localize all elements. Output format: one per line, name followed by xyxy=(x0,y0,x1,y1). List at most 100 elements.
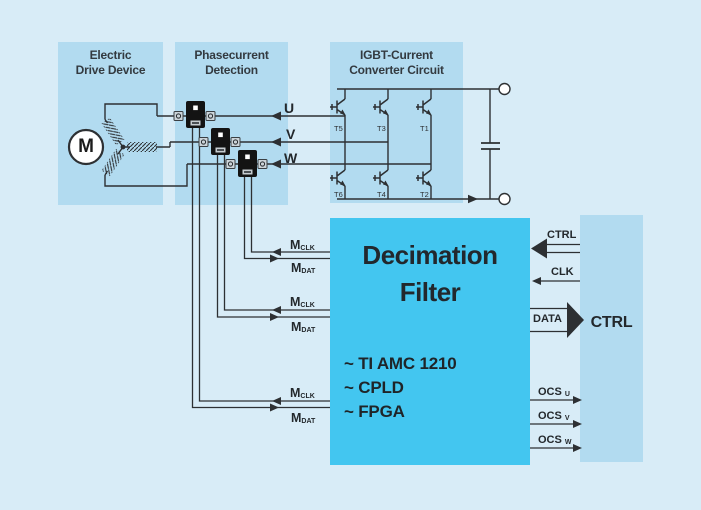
sdm-wiring xyxy=(191,127,330,409)
filter-item-cpld: ~ CPLD xyxy=(344,378,404,397)
ocs-u-label: OCS U xyxy=(538,386,570,399)
mclk3-label: MCLK xyxy=(290,386,315,400)
decimation-filter-title: Decimation Filter xyxy=(330,237,530,311)
phase-w-arrow-icon xyxy=(271,159,281,169)
igbt-t3-icon xyxy=(373,98,389,116)
current-sensor-v-icon xyxy=(198,128,241,155)
phase-u-label: U xyxy=(284,100,295,116)
label-t1: T1 xyxy=(420,124,429,133)
mclk1-wire xyxy=(250,176,330,253)
decimation-title-line1: Decimation xyxy=(362,240,498,270)
mclk3-sub: CLK xyxy=(300,393,315,400)
winding-coil-bottom xyxy=(101,148,125,177)
mdat2-main: M xyxy=(291,320,302,334)
decimation-filter-items: ~ TI AMC 1210 ~ CPLD ~ FPGA xyxy=(344,352,457,424)
ctrl-panel-label: CTRL xyxy=(590,314,633,331)
label-t5: T5 xyxy=(334,124,343,133)
igbt-t5-icon xyxy=(330,98,346,116)
star-point xyxy=(120,144,126,150)
electric-drive-title-line1: Electric xyxy=(89,48,132,62)
decimation-filter-panel xyxy=(330,218,530,465)
label-t4: T4 xyxy=(377,190,386,199)
motor-icon xyxy=(67,128,105,166)
mclk1-label: MCLK xyxy=(290,238,315,252)
mdat1-arrow-icon xyxy=(270,254,279,263)
filter-item-fpga: ~ FPGA xyxy=(344,402,405,421)
mclk2-main: M xyxy=(290,295,301,309)
phase-v-arrow-icon xyxy=(271,137,281,147)
dc-link-capacitor-icon xyxy=(481,89,500,199)
label-t2: T2 xyxy=(420,190,429,199)
ocs-u-sub: U xyxy=(564,391,570,398)
mclk2-label: MCLK xyxy=(290,295,315,309)
mdat3-arrow-icon xyxy=(270,403,279,412)
dc-rail-arrow-icon xyxy=(468,194,478,204)
electric-drive-title: Electric Drive Device xyxy=(58,48,163,78)
mdat3-wire xyxy=(191,127,330,409)
ocs-w-label: OCS W xyxy=(538,434,572,447)
electric-drive-title-line2: Drive Device xyxy=(75,63,146,77)
dc-terminal-bottom-icon xyxy=(498,192,511,206)
igbt-symbols xyxy=(330,98,432,187)
star-winding xyxy=(101,117,170,177)
mclk1-sub: CLK xyxy=(300,245,315,252)
phasecurrent-title-line2: Detection xyxy=(205,63,258,77)
igbt-t6-icon xyxy=(330,169,346,187)
mdat1-sub: DAT xyxy=(301,268,316,275)
phase-w-label: W xyxy=(284,150,298,166)
igbt-bridge xyxy=(337,82,511,206)
ocs-v-sub: V xyxy=(564,415,570,422)
dc-terminal-top-icon xyxy=(498,82,511,96)
ocs-w-sub: W xyxy=(564,439,572,446)
mdat2-wire xyxy=(216,154,330,318)
igbt-t4-icon xyxy=(373,169,389,187)
ctrl-big-arrow-icon xyxy=(531,238,547,259)
mdat2-sub: DAT xyxy=(301,327,316,334)
igbt-title-line1: IGBT-Current xyxy=(360,48,433,62)
ctrl-interface-wiring xyxy=(530,238,584,452)
data-bus-lines xyxy=(530,307,567,333)
motor-label: M xyxy=(78,136,94,157)
ocs-u-arrow-icon xyxy=(573,396,582,404)
filter-item-amc1210: ~ TI AMC 1210 xyxy=(344,354,457,373)
winding-coil-top xyxy=(101,117,125,146)
ocs-v-arrow-icon xyxy=(573,420,582,428)
igbt-title-line2: Converter Circuit xyxy=(349,63,444,77)
ocs-w-main: OCS xyxy=(538,434,562,446)
label-t6: T6 xyxy=(334,190,343,199)
clk-arrow-icon xyxy=(532,277,541,285)
mdat1-label: MDAT xyxy=(291,261,316,275)
mdat1-main: M xyxy=(291,261,302,275)
mdat2-label: MDAT xyxy=(291,320,316,334)
phasecurrent-detection-title: Phasecurrent Detection xyxy=(175,48,288,78)
igbt-t2-icon xyxy=(416,169,432,187)
motor-feed-wires xyxy=(104,103,188,187)
label-t3: T3 xyxy=(377,124,386,133)
current-sensor-u-icon xyxy=(173,101,216,128)
phase-v-label: V xyxy=(286,126,296,142)
mdat3-main: M xyxy=(291,411,302,425)
data-big-arrow-icon xyxy=(567,302,584,338)
mdat2-arrow-icon xyxy=(270,313,279,321)
igbt-converter-panel xyxy=(330,42,463,203)
mclk3-wire xyxy=(198,127,330,402)
phase-u-arrow-icon xyxy=(271,111,281,121)
ocs-v-label: OCS V xyxy=(538,410,570,423)
mdat3-sub: DAT xyxy=(301,418,316,425)
decimation-title-line2: Filter xyxy=(399,277,461,307)
mclk3-arrow-icon xyxy=(272,397,281,405)
mclk2-sub: CLK xyxy=(300,302,315,309)
mclk3-main: M xyxy=(290,386,301,400)
data-signal-label: DATA xyxy=(533,313,562,325)
ocs-w-arrow-icon xyxy=(573,444,582,452)
ctrl-signal-label: CTRL xyxy=(547,229,577,241)
mdat1-wire xyxy=(243,176,330,260)
ocs-v-main: OCS xyxy=(538,410,562,422)
igbt-converter-title: IGBT-Current Converter Circuit xyxy=(330,48,463,78)
clk-signal-label: CLK xyxy=(551,266,574,278)
ctrl-panel xyxy=(580,215,643,462)
ctrl-bus-lines xyxy=(547,243,580,254)
ocs-u-main: OCS xyxy=(538,386,562,398)
